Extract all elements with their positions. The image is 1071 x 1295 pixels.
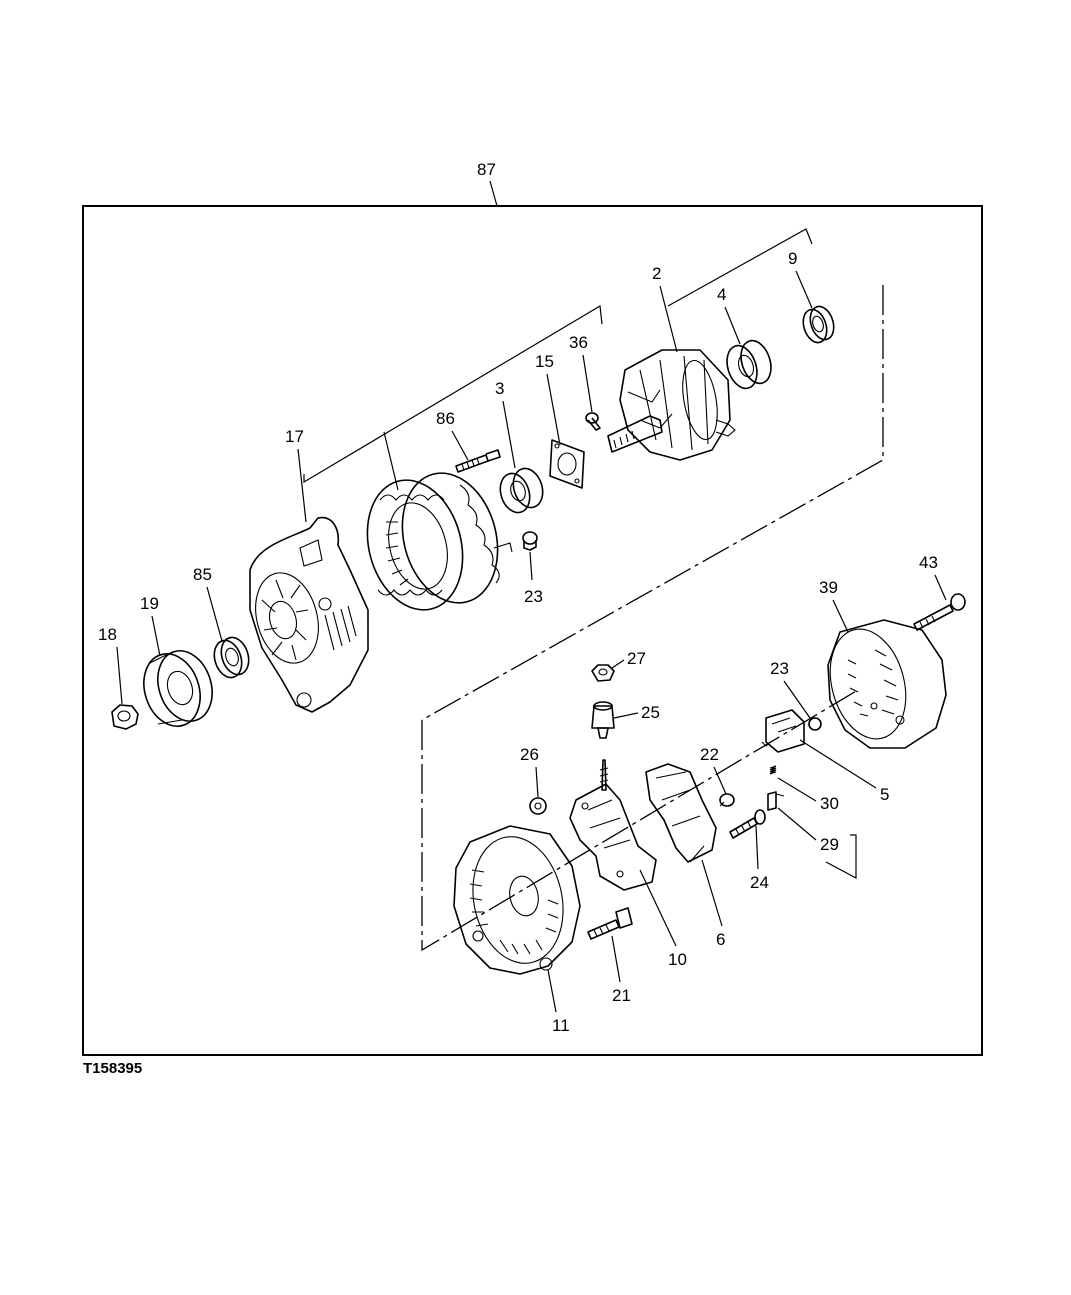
seal-part-9 xyxy=(802,305,835,344)
leader-30 xyxy=(777,777,817,802)
leader-39 xyxy=(832,599,849,633)
leader-25 xyxy=(613,712,639,719)
callout-21: 21 xyxy=(612,986,631,1005)
leader-23-upper xyxy=(529,551,533,581)
pulley-part-19 xyxy=(143,650,213,727)
nut-part-27 xyxy=(591,664,615,682)
insulator-part-25 xyxy=(591,701,615,739)
callout-19: 19 xyxy=(140,594,159,613)
callout-23-lower: 23 xyxy=(770,659,789,678)
nut-part-18 xyxy=(111,704,139,730)
leader-15 xyxy=(546,373,561,446)
leader-23-lower xyxy=(783,680,811,719)
rear-housing-part-11 xyxy=(453,825,581,975)
phantom-shaft-line-top xyxy=(421,285,884,721)
callout-36: 36 xyxy=(569,333,588,352)
callout-6: 6 xyxy=(716,930,725,949)
rectifier-part-10 xyxy=(569,759,657,891)
leader-2 xyxy=(659,285,678,353)
bracket-stator-group xyxy=(303,305,603,484)
callout-22: 22 xyxy=(700,745,719,764)
callout-3: 3 xyxy=(495,379,504,398)
callout-10: 10 xyxy=(668,950,687,969)
screw-part-36 xyxy=(585,412,601,431)
bearing-part-85 xyxy=(213,636,250,679)
callout-9: 9 xyxy=(788,249,797,268)
callout-5: 5 xyxy=(880,785,889,804)
callout-27: 27 xyxy=(627,649,646,668)
brush-part-29 xyxy=(767,791,785,811)
leader-86 xyxy=(451,430,469,461)
plate-part-15 xyxy=(549,439,585,489)
leader-27 xyxy=(611,659,625,669)
leader-43 xyxy=(934,574,947,601)
rotor-part-2 xyxy=(607,349,736,461)
callout-87: 87 xyxy=(477,160,496,179)
callout-26: 26 xyxy=(520,745,539,764)
callout-29: 29 xyxy=(820,835,839,854)
leader-18 xyxy=(116,646,123,705)
bracket-rear-group xyxy=(825,834,857,879)
bolt-part-24 xyxy=(729,809,766,839)
regulator-part-6 xyxy=(645,763,717,863)
screw-part-23-upper xyxy=(522,531,538,551)
callout-11: 11 xyxy=(552,1016,570,1035)
leader-36 xyxy=(582,354,593,413)
callout-25: 25 xyxy=(641,703,660,722)
rear-cover-part-39 xyxy=(827,619,947,749)
leader-3 xyxy=(502,400,516,469)
screw-part-23-lower xyxy=(808,717,822,731)
leader-10 xyxy=(639,869,677,947)
callout-17: 17 xyxy=(285,427,304,446)
leader-11 xyxy=(547,969,557,1013)
bearing-part-3 xyxy=(499,467,544,514)
leader-85 xyxy=(206,586,223,642)
leader-stator xyxy=(383,431,399,491)
leader-26 xyxy=(535,766,539,798)
leader-4 xyxy=(724,306,741,345)
brush-holder-part-5 xyxy=(761,709,805,753)
callout-30: 30 xyxy=(820,794,839,813)
nut-part-26 xyxy=(529,797,547,815)
leader-21 xyxy=(611,935,621,983)
callout-4: 4 xyxy=(717,285,726,304)
phantom-shaft-line-bottom xyxy=(421,689,859,952)
callout-86: 86 xyxy=(436,409,455,428)
bracket-rotor-group xyxy=(667,228,813,307)
assembly-frame xyxy=(82,205,983,1056)
callout-43: 43 xyxy=(919,553,938,572)
callout-39: 39 xyxy=(819,578,838,597)
screw-part-22 xyxy=(719,793,735,807)
bearing-part-4 xyxy=(726,339,772,390)
bolt-part-43 xyxy=(913,593,966,631)
leader-19 xyxy=(151,615,161,657)
leader-24 xyxy=(755,825,759,870)
leader-29 xyxy=(777,807,817,841)
callout-24: 24 xyxy=(750,873,769,892)
bolt-part-21 xyxy=(587,907,633,940)
front-housing-part-17 xyxy=(249,516,369,713)
leader-6 xyxy=(701,859,723,927)
callout-2: 2 xyxy=(652,264,661,283)
spring-part-30 xyxy=(769,765,777,775)
stator-assembly xyxy=(366,472,513,611)
leader-9 xyxy=(795,270,813,309)
leader-22 xyxy=(713,766,727,795)
leader-17 xyxy=(297,448,307,523)
stud-part-86 xyxy=(455,449,501,473)
leader-87 xyxy=(489,180,498,207)
leader-5 xyxy=(799,739,877,789)
callout-85: 85 xyxy=(193,565,212,584)
callout-18: 18 xyxy=(98,625,117,644)
figure-id: T158395 xyxy=(83,1060,142,1077)
callout-15: 15 xyxy=(535,352,554,371)
callout-23-upper: 23 xyxy=(524,587,543,606)
